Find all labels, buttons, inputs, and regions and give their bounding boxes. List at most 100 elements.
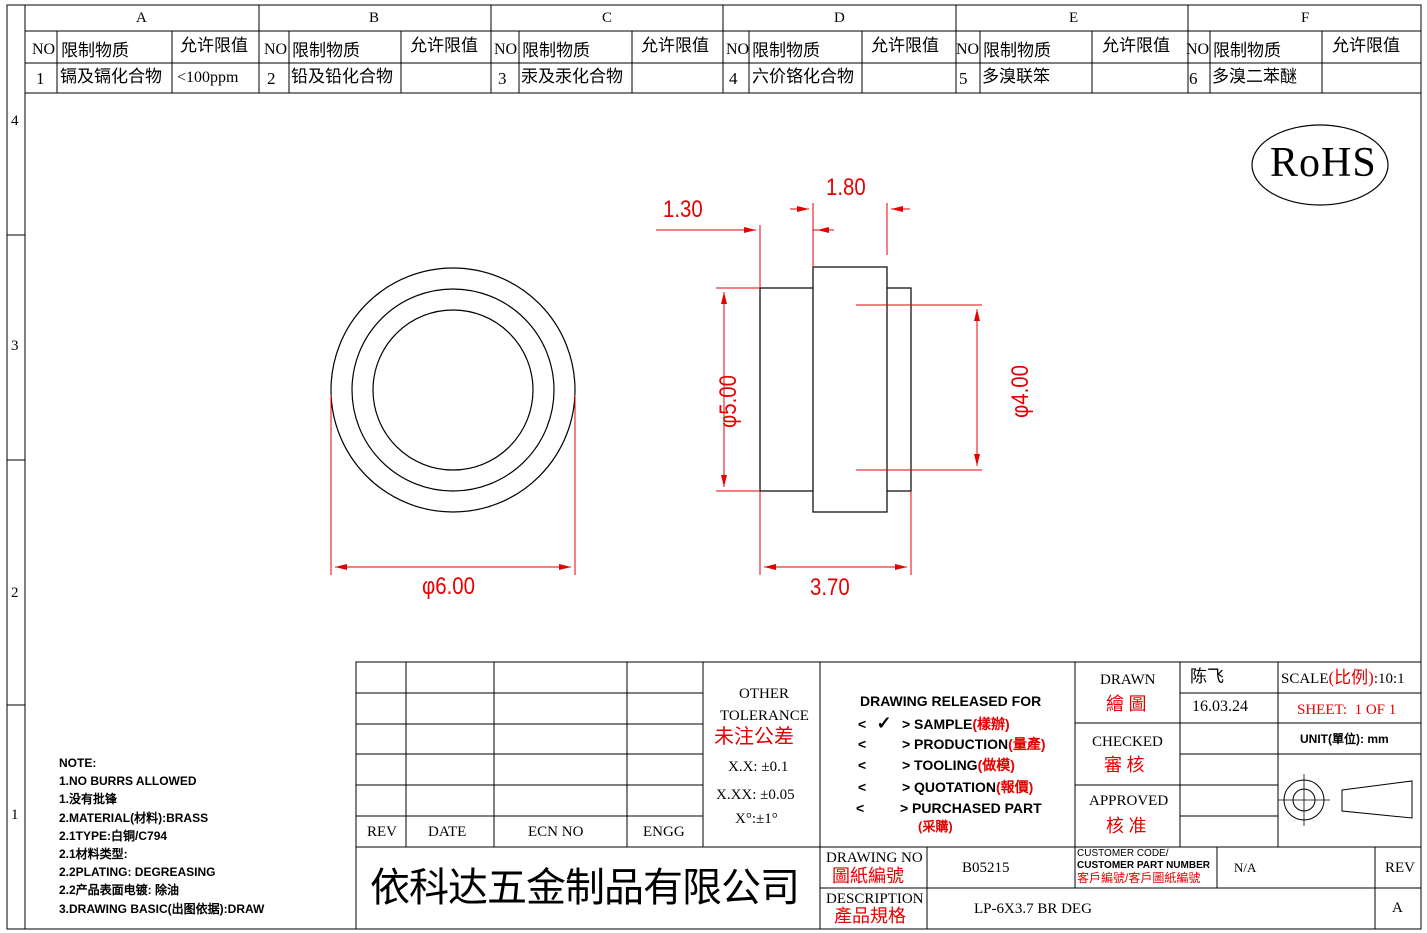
- note-line: 2.1材料类型:: [59, 847, 128, 862]
- substance-header-no: NO: [264, 41, 288, 58]
- dimension-side-diameter-right: φ4.00: [1007, 365, 1034, 418]
- substance-header-no: NO: [1186, 41, 1210, 58]
- dimension-flange-step: 1.30: [663, 196, 703, 223]
- substance-name: 铅及铅化合物: [291, 67, 393, 86]
- scale-label: SCALE: [1281, 671, 1329, 687]
- rohs-logo: RoHS: [1270, 140, 1377, 186]
- release-label-cn: (做模): [977, 757, 1015, 773]
- release-label: TOOLING: [914, 757, 978, 773]
- tolerance-x: X.X: ±0.1: [728, 759, 789, 775]
- customer-part-label: CUSTOMER PART NUMBER: [1077, 860, 1210, 871]
- dimension-side-diameter-left: φ5.00: [715, 375, 742, 428]
- substance-name: 汞及汞化合物: [521, 67, 623, 86]
- dimension-front-diameter: φ6.00: [422, 573, 475, 600]
- substance-header-limit: 允许限值: [641, 36, 709, 55]
- zone-row-3: 3: [11, 338, 19, 354]
- drawn-label: DRAWN: [1100, 672, 1156, 688]
- dimension-flange-width: 1.80: [826, 174, 866, 201]
- zone-col-b: B: [369, 10, 380, 26]
- tolerance-title-2: TOLERANCE: [720, 708, 809, 724]
- release-label: SAMPLE: [914, 716, 973, 732]
- release-option-sample: < ✓ > SAMPLE(樣辦): [858, 713, 1010, 733]
- rev-value: A: [1392, 900, 1403, 916]
- scale-value: :10:1: [1373, 671, 1405, 687]
- note-line: 2.1TYPE:白铜/C794: [59, 828, 168, 843]
- substance-header-name: 限制物质: [522, 41, 590, 60]
- approved-label-cn: 核 准: [1106, 816, 1147, 836]
- revision-header-date: DATE: [428, 824, 467, 840]
- substance-header-limit: 允许限值: [871, 36, 939, 55]
- substance-header-no: NO: [956, 41, 980, 58]
- revision-header-rev: REV: [367, 824, 397, 840]
- release-option-purchased: < > PURCHASED PART: [856, 800, 1042, 816]
- drawing-no-value: B05215: [962, 860, 1010, 876]
- substance-name: 镉及镉化合物: [60, 67, 162, 86]
- substance-header-limit: 允许限值: [410, 36, 478, 55]
- drawing-no-label: DRAWING NO: [826, 850, 923, 866]
- tolerance-angle: X°:±1°: [735, 811, 778, 827]
- description-label: DESCRIPTION: [826, 891, 924, 907]
- release-option-production: < > PRODUCTION(量產): [858, 736, 1046, 752]
- substance-no: 2: [267, 69, 276, 88]
- rev-label: REV: [1385, 860, 1415, 876]
- release-label-cn: (樣辦): [972, 716, 1010, 732]
- release-label-cn-purchased: (采購): [918, 819, 953, 834]
- substance-header-name: 限制物质: [292, 41, 360, 60]
- release-label-cn: (量產): [1008, 736, 1046, 752]
- release-option-quotation: < > QUOTATION(報價): [858, 779, 1034, 795]
- description-label-cn: 產品規格: [834, 906, 906, 926]
- substance-no: 3: [498, 69, 507, 88]
- zone-col-a: A: [136, 10, 147, 26]
- substance-no: 6: [1189, 69, 1198, 88]
- zone-col-d: D: [834, 10, 845, 26]
- substance-header-name: 限制物质: [752, 41, 820, 60]
- customer-code-label: CUSTOMER CODE/: [1077, 848, 1169, 859]
- scale: SCALE(比例):10:1: [1281, 669, 1405, 687]
- approved-label: APPROVED: [1089, 793, 1169, 809]
- note-line: 2.2产品表面电镀: 除油: [59, 883, 180, 898]
- drawing-no-label-cn: 圖紙編號: [832, 866, 904, 886]
- description-value: LP-6X3.7 BR DEG: [974, 901, 1092, 917]
- unit: UNIT(單位): mm: [1300, 732, 1389, 746]
- zone-col-f: F: [1301, 10, 1310, 26]
- substance-header-no: NO: [32, 41, 56, 58]
- substance-name: 六价铬化合物: [752, 67, 854, 86]
- dimension-total-length: 3.70: [810, 574, 850, 601]
- release-label: QUOTATION: [914, 779, 996, 795]
- scale-label-cn: (比例): [1328, 668, 1374, 687]
- substance-no: 4: [729, 69, 738, 88]
- zone-col-c: C: [602, 10, 613, 26]
- drawn-label-cn: 繪 圖: [1106, 694, 1147, 714]
- substance-header-name: 限制物质: [983, 41, 1051, 60]
- release-label: PURCHASED PART: [912, 800, 1042, 816]
- release-option-tooling: < > TOOLING(做模): [858, 757, 1015, 773]
- checked-label-cn: 審 核: [1104, 755, 1145, 775]
- release-label: PRODUCTION: [914, 736, 1009, 752]
- revision-header-engg: ENGG: [643, 824, 685, 840]
- revision-header-ecn: ECN NO: [528, 824, 584, 840]
- substance-limit: <100ppm: [177, 69, 239, 86]
- substance-header-limit: 允许限值: [1102, 36, 1170, 55]
- substance-header-limit: 允许限值: [180, 36, 248, 55]
- substance-header-no: NO: [494, 41, 518, 58]
- zone-col-e: E: [1069, 10, 1079, 26]
- note-line: 2.2PLATING: DEGREASING: [59, 865, 216, 880]
- substance-no: 5: [959, 69, 968, 88]
- note-line: 1.没有批锋: [59, 792, 118, 807]
- checked-label: CHECKED: [1092, 734, 1163, 750]
- substance-header-name: 限制物质: [1213, 41, 1281, 60]
- notes-title: NOTE:: [59, 756, 97, 770]
- substance-header-name: 限制物质: [61, 41, 129, 60]
- tolerance-xx: X.XX: ±0.05: [716, 787, 795, 803]
- note-line: 1.NO BURRS ALLOWED: [59, 774, 197, 789]
- note-line: 2.MATERIAL(材料):BRASS: [59, 810, 209, 825]
- note-line: 3.DRAWING BASIC(出图依据):DRAW: [59, 901, 265, 916]
- drawn-date: 16.03.24: [1192, 698, 1248, 715]
- company-name: 依科达五金制品有限公司: [370, 865, 800, 910]
- zone-row-4: 4: [11, 113, 19, 129]
- release-checkmark: ✓: [876, 713, 892, 733]
- tolerance-title-1: OTHER: [739, 686, 789, 702]
- substance-name: 多溴二苯醚: [1212, 67, 1297, 86]
- substance-header-limit: 允许限值: [1332, 36, 1400, 55]
